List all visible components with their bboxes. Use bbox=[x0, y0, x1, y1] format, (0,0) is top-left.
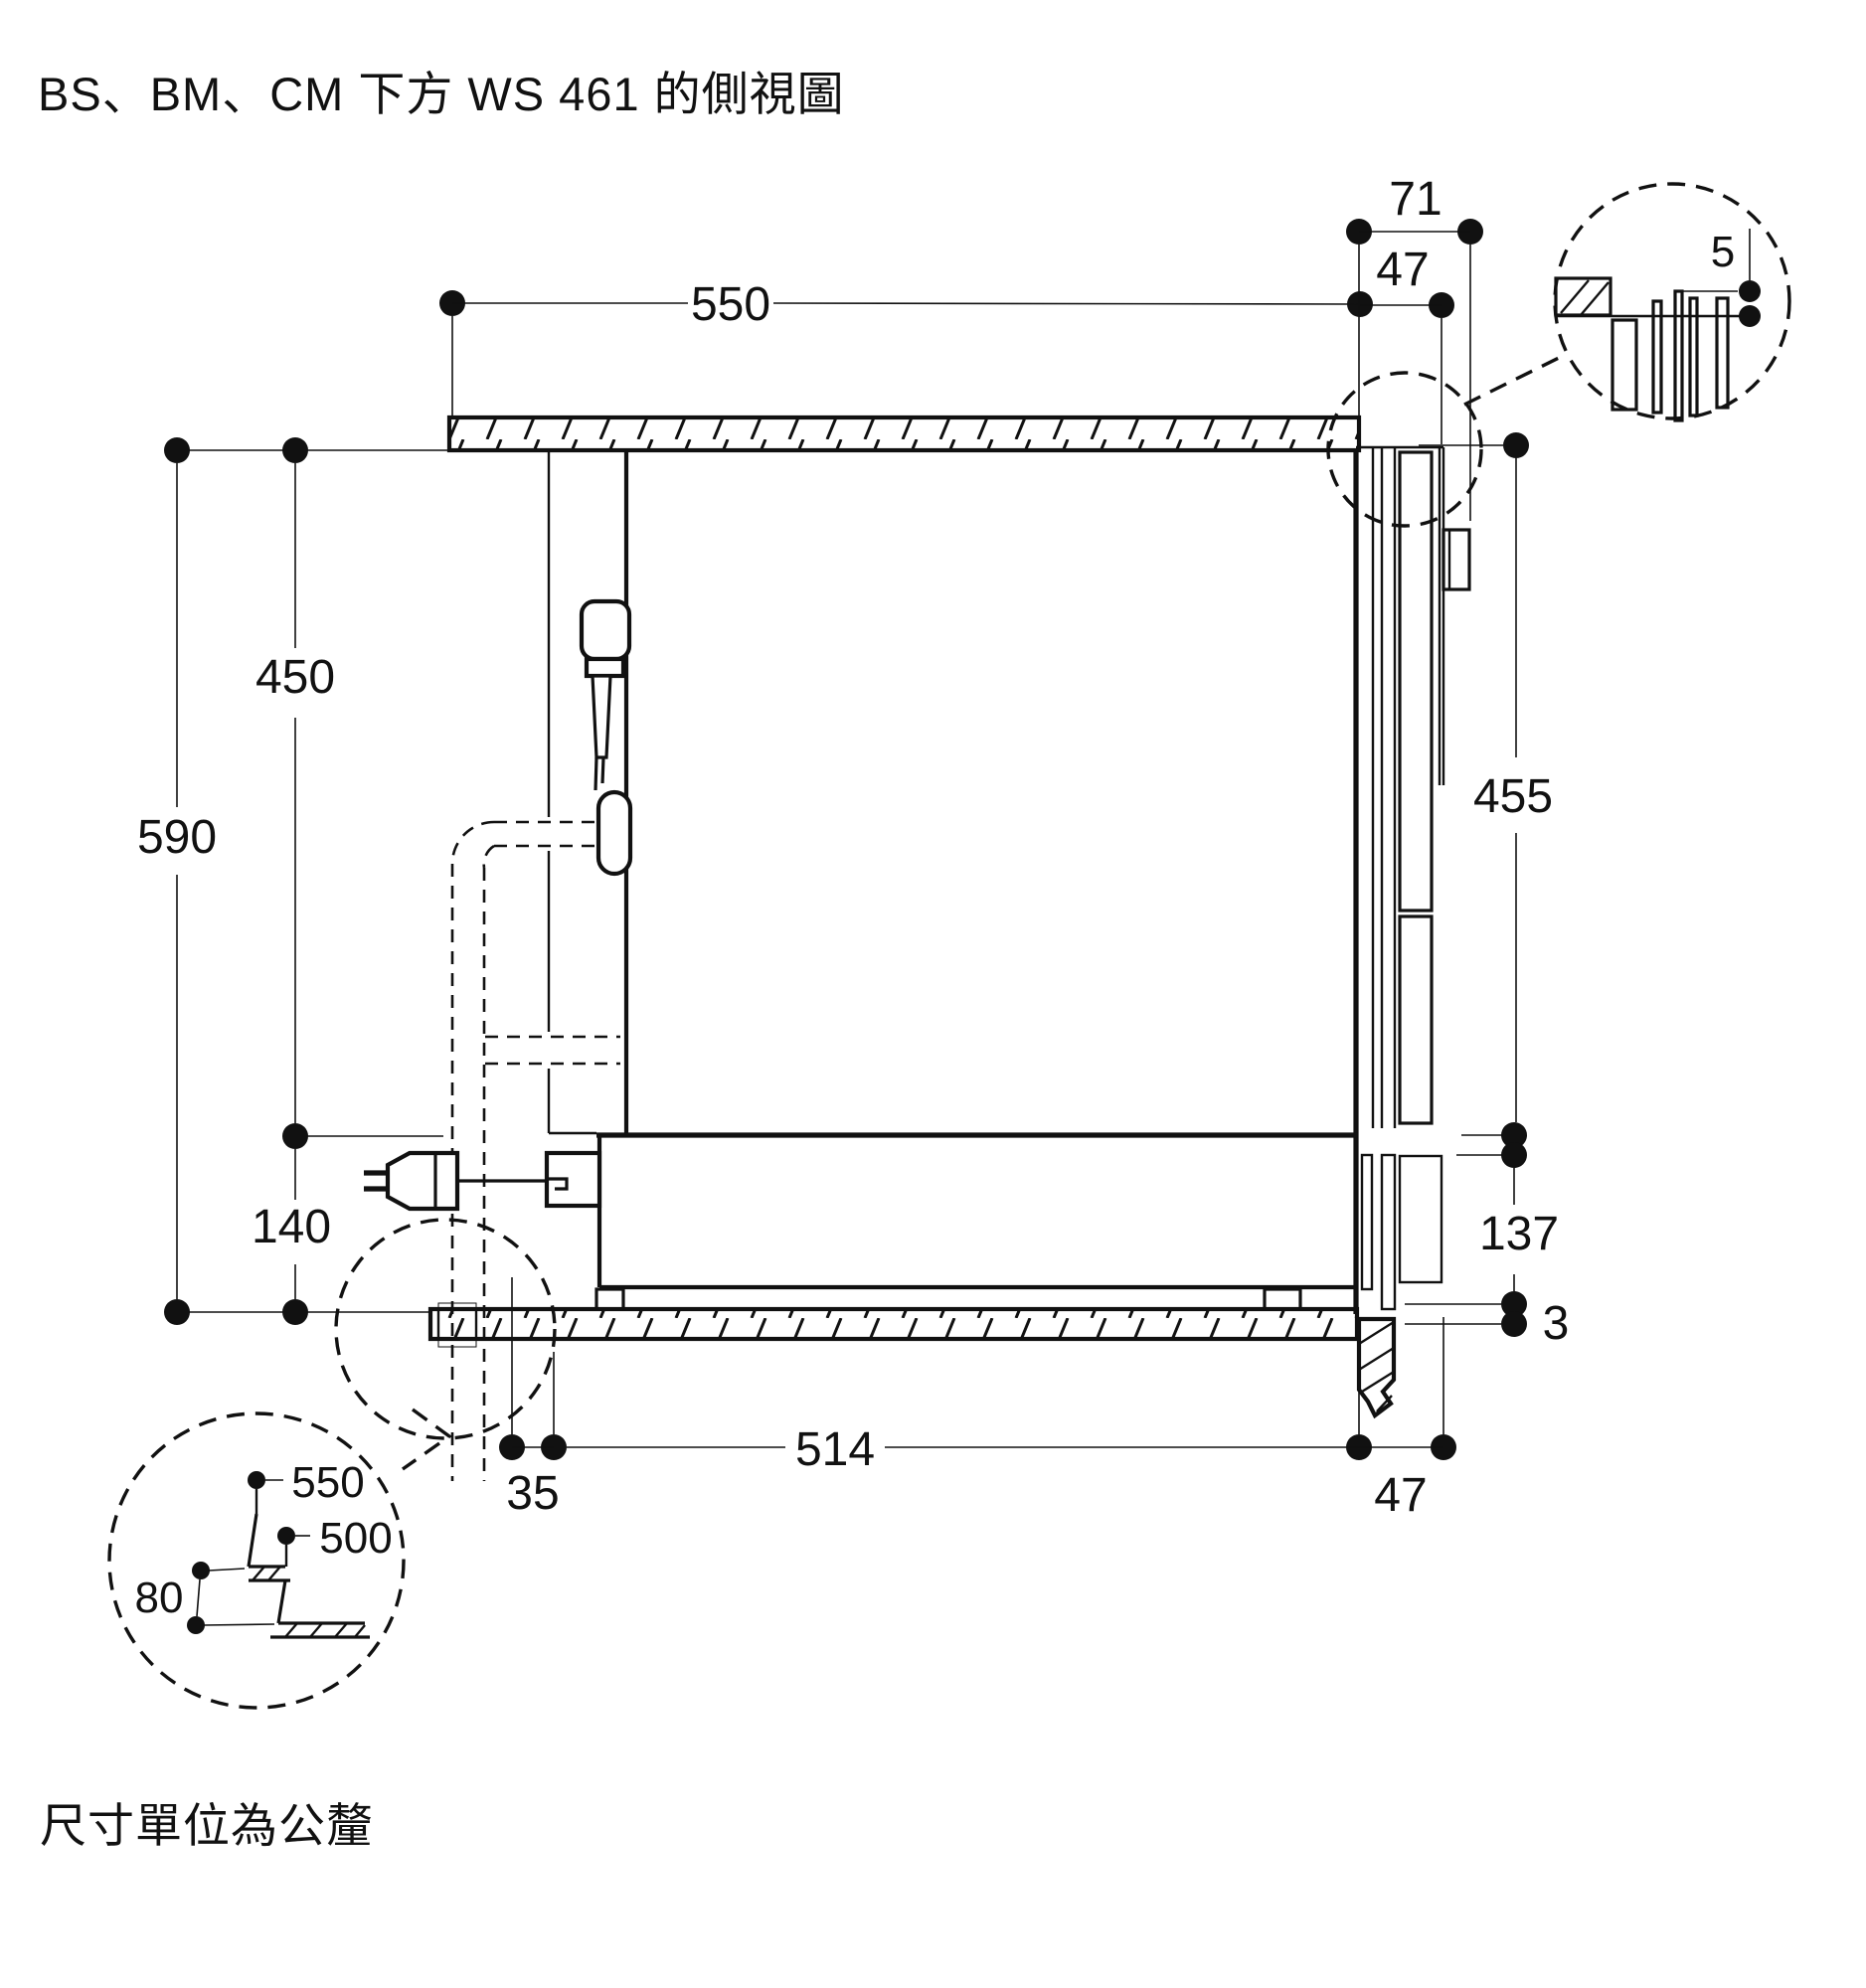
detail-circle-markers bbox=[107, 182, 1791, 1710]
dim-label-514: 514 bbox=[795, 1423, 875, 1476]
dim-label-3: 3 bbox=[1543, 1297, 1570, 1350]
detail-top-gap: 5 bbox=[1554, 228, 1761, 422]
page-title: BS、BM、CM 下方 WS 461 的側視圖 bbox=[38, 68, 845, 120]
dim-label-5: 5 bbox=[1711, 228, 1735, 276]
units-footnote: 尺寸單位為公釐 bbox=[40, 1799, 374, 1852]
dim-label-140: 140 bbox=[252, 1201, 331, 1253]
countertop-section bbox=[446, 414, 1362, 453]
dim-right-heights: 455 137 3 bbox=[1405, 432, 1569, 1350]
warming-drawer-unit bbox=[544, 1135, 1355, 1311]
dim-wall-clearance-71: 71 bbox=[1346, 173, 1483, 521]
dim-label-35: 35 bbox=[506, 1467, 559, 1520]
dim-label-550-top: 550 bbox=[691, 278, 770, 331]
dim-label-500-detail: 500 bbox=[319, 1514, 392, 1563]
right-panel-stack bbox=[1356, 445, 1471, 1311]
mains-plug-icon bbox=[364, 1150, 547, 1212]
dim-label-450: 450 bbox=[255, 651, 335, 704]
dim-trim-47-top: 47 bbox=[1360, 244, 1454, 444]
dim-bottom-widths: 514 35 47 bbox=[499, 1277, 1456, 1522]
dim-label-590: 590 bbox=[137, 811, 217, 864]
base-shelf-section bbox=[427, 1302, 1360, 1348]
appliance-plug-icon bbox=[579, 598, 632, 791]
niche-walls bbox=[547, 450, 1359, 1314]
dim-label-80-detail: 80 bbox=[135, 1574, 184, 1622]
socket-outlet-icon bbox=[595, 789, 633, 877]
dim-label-47-top: 47 bbox=[1376, 244, 1429, 296]
detail-bottom-step: 550 500 80 bbox=[135, 1458, 393, 1639]
dim-label-455: 455 bbox=[1473, 770, 1553, 823]
dim-countertop-width: 550 bbox=[439, 278, 1373, 415]
plinth-cut-section bbox=[1356, 1316, 1397, 1419]
dim-label-137: 137 bbox=[1479, 1208, 1559, 1260]
dim-left-heights: 590 450 140 bbox=[137, 437, 447, 1325]
dim-label-71: 71 bbox=[1389, 173, 1442, 226]
dim-label-550-detail: 550 bbox=[291, 1458, 364, 1507]
dim-label-47-bottom: 47 bbox=[1374, 1469, 1427, 1522]
